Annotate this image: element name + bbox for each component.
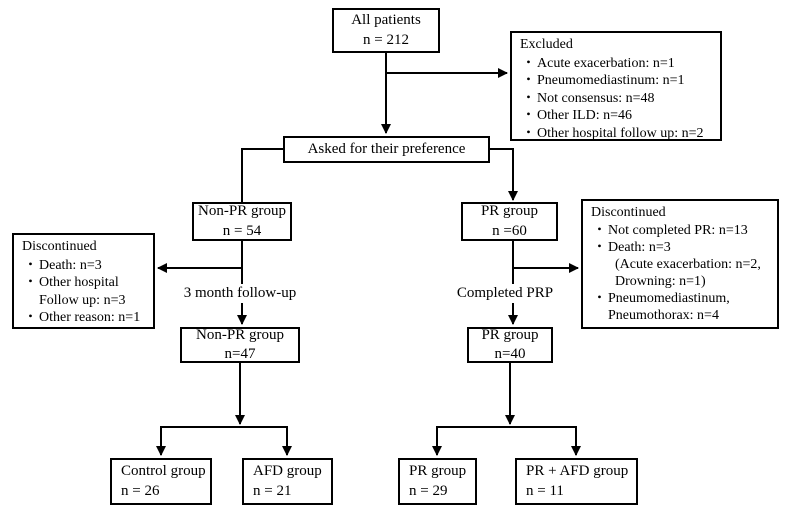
bullet-icon: •	[28, 256, 33, 271]
discontinued-non-pr-item: • Death: n=3	[22, 257, 149, 275]
afd-group-label: AFD group	[253, 463, 322, 479]
excluded-item-text: Pneumomediastinum: n=1	[537, 73, 685, 88]
bullet-icon: •	[28, 309, 33, 323]
bullet-icon: •	[597, 290, 602, 305]
discontinued-pr-item: • Pneumomediastinum, Pneumothorax: n=4	[591, 290, 773, 324]
all-patients-count: n = 212	[363, 31, 409, 48]
discontinued-non-pr-box: Discontinued • Death: n=3 • Other hospit…	[12, 233, 155, 329]
discontinued-pr-item-text: Death: n=3 (Acute exacerbation: n=2, Dro…	[608, 240, 761, 290]
non-pr-group-47-box: Non-PR group n=47	[180, 327, 300, 363]
pr-group-40-count: n=40	[494, 346, 526, 362]
excluded-title: Excluded	[520, 37, 573, 52]
asked-preference-box: Asked for their preference	[283, 136, 490, 163]
excluded-item-text: Not consensus: n=48	[537, 90, 655, 106]
discontinued-non-pr-title: Discontinued	[22, 239, 97, 254]
excluded-item: • Pneumomediastinum: n=1	[520, 72, 716, 90]
completed-prp-label: Completed PRP	[440, 284, 570, 303]
excluded-item-text: Other ILD: n=46	[537, 108, 632, 123]
excluded-item: • Other hospital follow up: n=2	[520, 125, 716, 143]
pr-group-29-box: PR group n = 29	[398, 458, 477, 505]
bullet-icon: •	[28, 274, 33, 288]
non-pr-group-label: Non-PR group	[198, 203, 286, 219]
discontinued-non-pr-item: • Other hospital Follow up: n=3	[22, 274, 149, 309]
discontinued-non-pr-item-text: Other reason: n=1	[39, 310, 141, 325]
bullet-icon: •	[526, 124, 531, 139]
bullet-icon: •	[526, 72, 531, 86]
non-pr-group-count: n = 54	[222, 222, 262, 239]
excluded-item: • Other ILD: n=46	[520, 107, 716, 125]
bullet-icon: •	[526, 54, 531, 69]
discontinued-non-pr-item: • Other reason: n=1	[22, 309, 149, 327]
pr-group-40-label: PR group	[481, 326, 539, 343]
pr-group-box: PR group n =60	[461, 202, 558, 241]
pr-group-29-count: n = 29	[409, 482, 448, 499]
discontinued-pr-box: Discontinued • Not completed PR: n=13 • …	[581, 199, 779, 329]
non-pr-group-box: Non-PR group n = 54	[192, 202, 292, 241]
discontinued-non-pr-item-text: Other hospital Follow up: n=3	[39, 275, 126, 308]
all-patients-box: All patients n = 212	[332, 8, 440, 53]
connector-asked-to-pr	[490, 148, 518, 201]
pr-afd-group-count: n = 11	[526, 482, 564, 499]
asked-preference-label: Asked for their preference	[307, 140, 466, 157]
bullet-icon: •	[597, 222, 602, 237]
bullet-icon: •	[597, 239, 602, 254]
discontinued-pr-item: • Death: n=3 (Acute exacerbation: n=2, D…	[591, 239, 773, 290]
bullet-icon: •	[526, 107, 531, 121]
excluded-item-text: Acute exacerbation: n=1	[537, 55, 675, 71]
pr-group-label: PR group	[480, 203, 539, 219]
afd-group-count: n = 21	[253, 482, 292, 499]
discontinued-pr-title: Discontinued	[591, 205, 666, 220]
followup-label: 3 month follow-up	[168, 284, 312, 303]
discontinued-non-pr-item-text: Death: n=3	[39, 257, 102, 273]
discontinued-pr-item: • Not completed PR: n=13	[591, 222, 773, 239]
pr-group-count: n =60	[492, 222, 527, 239]
excluded-item-text: Other hospital follow up: n=2	[537, 125, 704, 141]
excluded-item: • Acute exacerbation: n=1	[520, 55, 716, 73]
pr-group-29-label: PR group	[409, 463, 467, 479]
non-pr-group-47-count: n=47	[224, 346, 256, 362]
discontinued-pr-item-text: Not completed PR: n=13	[608, 223, 748, 239]
non-pr-group-47-label: Non-PR group	[196, 326, 284, 343]
control-group-count: n = 26	[121, 482, 160, 499]
afd-group-box: AFD group n = 21	[242, 458, 333, 505]
bullet-icon: •	[526, 89, 531, 104]
excluded-item: • Not consensus: n=48	[520, 90, 716, 108]
all-patients-label: All patients	[351, 12, 421, 28]
excluded-box: Excluded • Acute exacerbation: n=1 • Pne…	[510, 31, 722, 141]
pr-group-40-box: PR group n=40	[467, 327, 553, 363]
pr-afd-group-label: PR + AFD group	[526, 463, 629, 479]
connector-asked-to-nonpr	[241, 148, 283, 202]
pr-afd-group-box: PR + AFD group n = 11	[515, 458, 638, 505]
discontinued-pr-item-text: Pneumomediastinum, Pneumothorax: n=4	[608, 291, 730, 324]
control-group-box: Control group n = 26	[110, 458, 212, 505]
control-group-label: Control group	[121, 463, 206, 479]
